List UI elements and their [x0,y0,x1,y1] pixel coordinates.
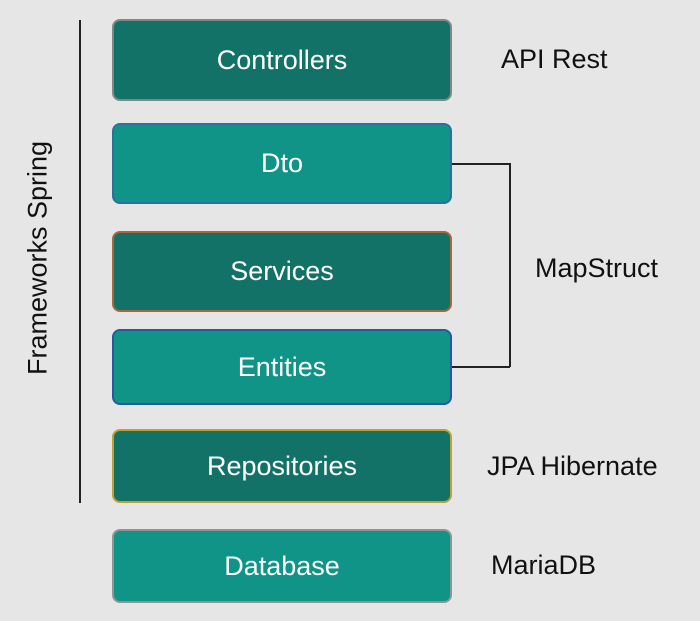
entities-label: Entities [237,351,327,382]
services-label: Services [230,256,334,286]
controllers-layer: Controllers [112,19,452,101]
services-layer: Services [112,231,452,312]
repositories-label: Repositories [206,450,358,481]
dto-label: Dto [260,148,304,178]
database-label: Database [224,550,340,581]
mariadb-annotation: MariaDB [491,550,597,580]
controllers-label: Controllers [216,44,348,75]
mapstruct-bracket-bottom [452,366,510,368]
mapstruct-bracket-vertical [509,163,511,367]
entities-layer: Entities [112,329,452,405]
mapstruct-annotation: MapStruct [535,253,659,283]
dto-layer: Dto [112,123,452,204]
api-rest-annotation: API Rest [501,44,608,74]
database-layer: Database [112,529,452,603]
repositories-layer: Repositories [112,429,452,503]
jpa-hibernate-annotation: JPA Hibernate [487,451,658,481]
frameworks-spring-label: Frameworks Spring [22,140,53,376]
mapstruct-bracket-top [452,163,510,165]
spring-scope-line [79,20,81,503]
